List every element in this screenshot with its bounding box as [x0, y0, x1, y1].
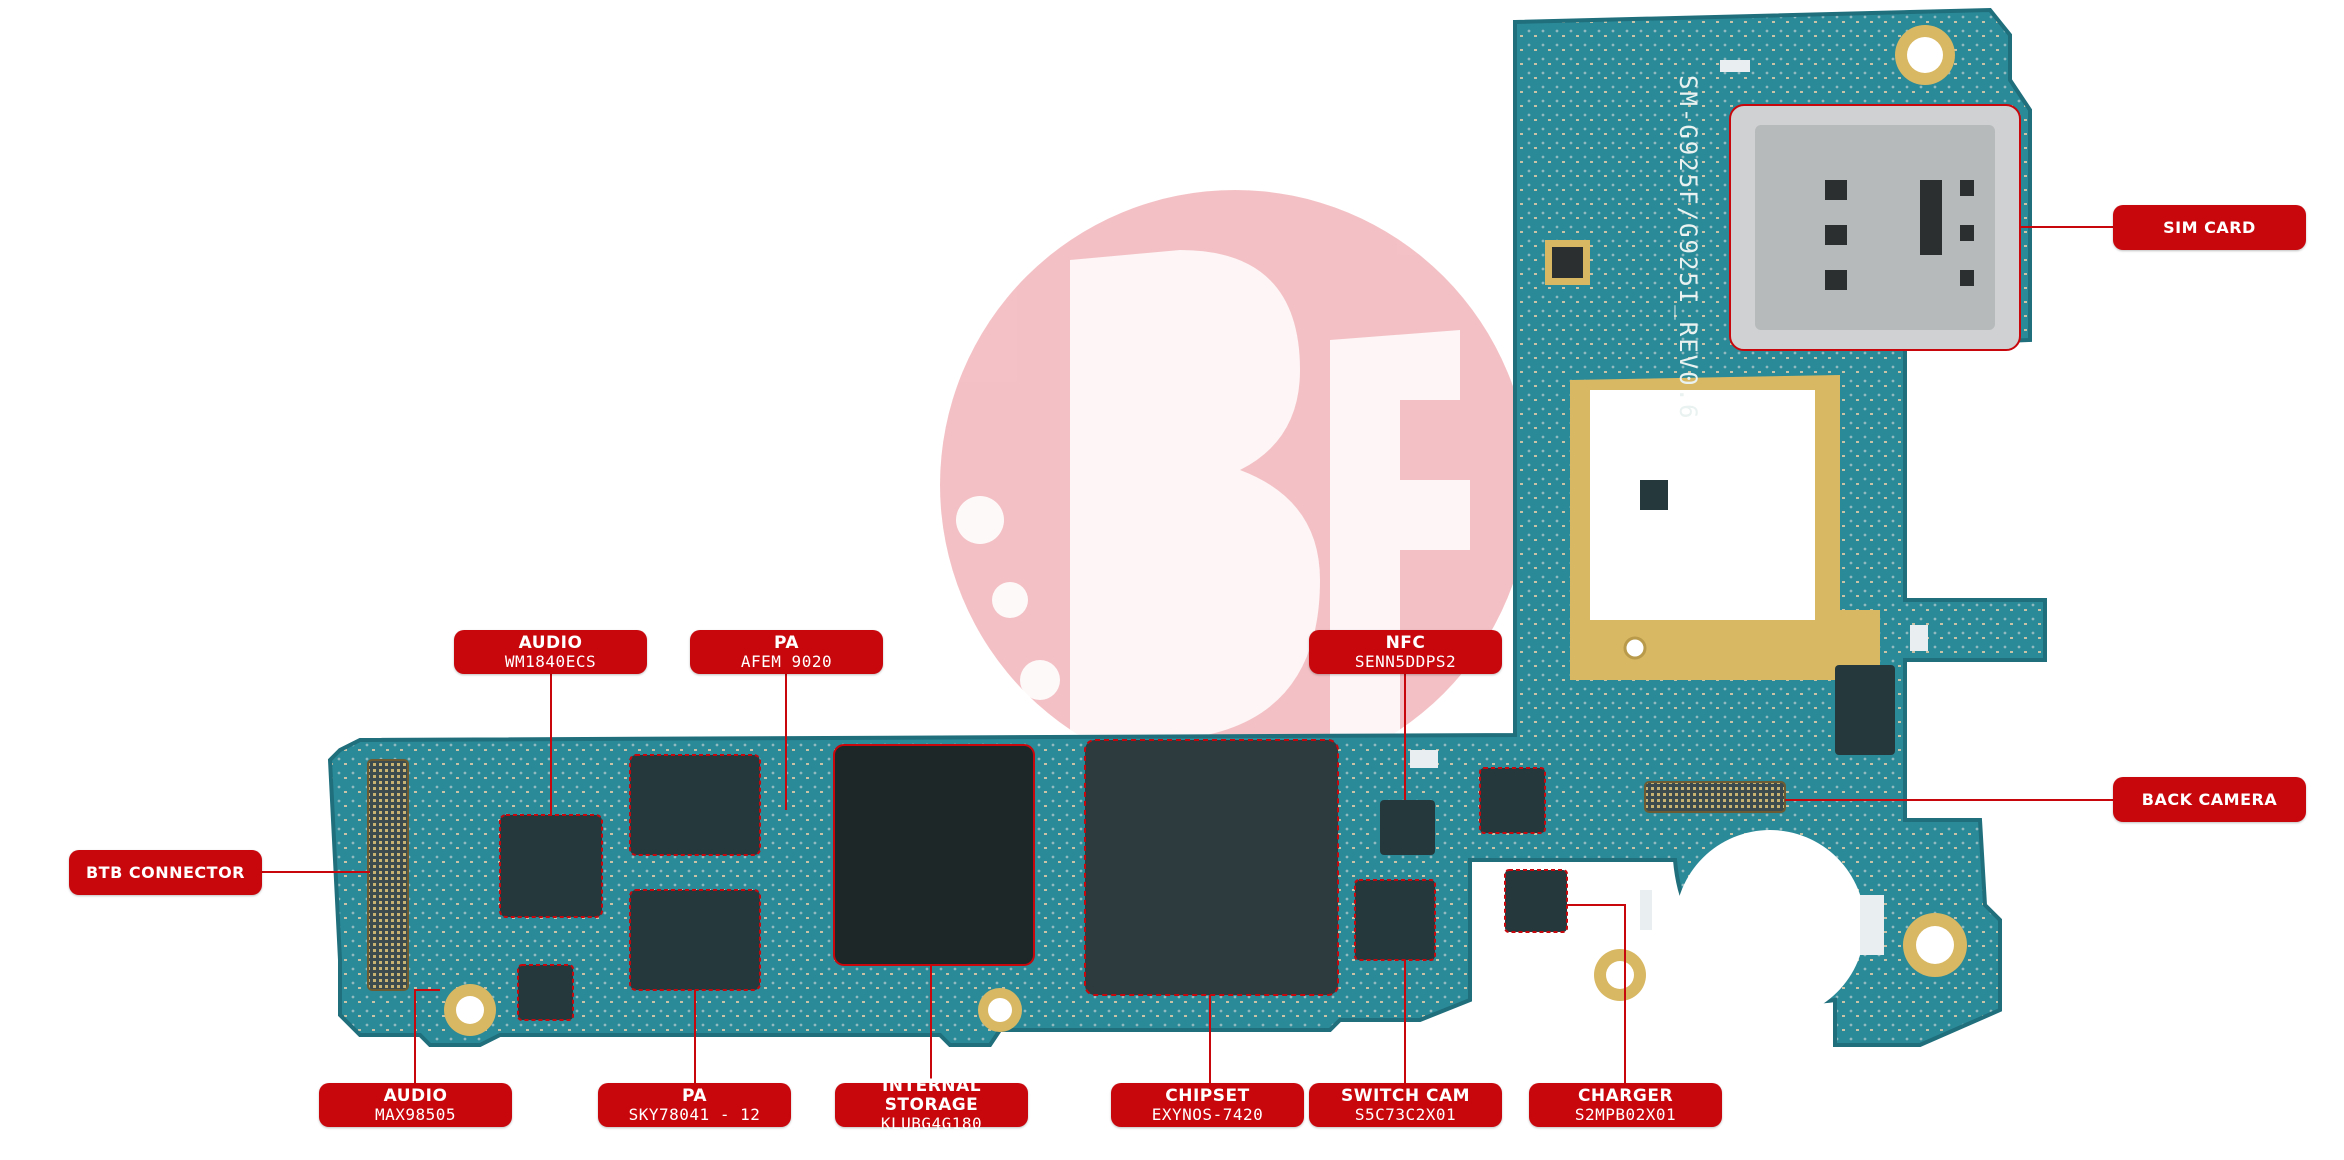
- label-part-number: SKY78041 - 12: [628, 1104, 761, 1124]
- silkscreen-model: SM-G925F/G925I_REV0.6: [1674, 75, 1702, 420]
- label-title: AUDIO: [518, 632, 583, 653]
- label-part-number: MAX98505: [374, 1104, 457, 1124]
- back-camera-connector: [1644, 781, 1786, 813]
- btb-connector-part: [367, 759, 409, 991]
- label-part-number: SENN5DDPS2: [1354, 651, 1457, 671]
- label-charger: CHARGER S2MPB02X01: [1529, 1083, 1722, 1127]
- label-title: CHIPSET: [1165, 1085, 1250, 1106]
- label-pa-top: PA AFEM 9020: [690, 630, 883, 674]
- label-audio-bottom: AUDIO MAX98505: [319, 1083, 512, 1127]
- label-title: INTERNAL STORAGE: [881, 1076, 982, 1115]
- label-chipset: CHIPSET EXYNOS-7420: [1111, 1083, 1304, 1127]
- label-part-number: WM1840ECS: [504, 651, 597, 671]
- label-part-number: KLUBG4G180: [880, 1114, 983, 1133]
- label-title: CHARGER: [1577, 1085, 1674, 1106]
- label-part-number: S5C73C2X01: [1354, 1104, 1457, 1124]
- bf-logo-watermark-icon: [940, 190, 1530, 780]
- label-title: BACK CAMERA: [2141, 790, 2278, 809]
- label-back-camera: BACK CAMERA: [2113, 777, 2306, 822]
- label-title: PA: [681, 1085, 708, 1106]
- label-part-number: S2MPB02X01: [1574, 1104, 1677, 1124]
- label-title: AUDIO: [383, 1085, 448, 1106]
- label-sim-card: SIM CARD: [2113, 205, 2306, 250]
- label-title: SWITCH CAM: [1340, 1085, 1471, 1106]
- label-audio-top: AUDIO WM1840ECS: [454, 630, 647, 674]
- sim-card-slot: [1729, 104, 2021, 351]
- label-part-number: EXYNOS-7420: [1151, 1104, 1264, 1124]
- label-title: SIM CARD: [2163, 218, 2256, 237]
- label-btb-connector: BTB CONNECTOR: [69, 850, 262, 895]
- label-pa-bottom: PA SKY78041 - 12: [598, 1083, 791, 1127]
- label-internal-storage: INTERNAL STORAGE KLUBG4G180: [835, 1077, 1028, 1133]
- label-switch-cam: SWITCH CAM S5C73C2X01: [1309, 1083, 1502, 1127]
- label-title: PA: [773, 632, 800, 653]
- label-part-number: AFEM 9020: [740, 651, 833, 671]
- chips: [499, 480, 1895, 1021]
- label-nfc: NFC SENN5DDPS2: [1309, 630, 1502, 674]
- label-title: NFC: [1385, 632, 1426, 653]
- label-title: BTB CONNECTOR: [85, 863, 245, 882]
